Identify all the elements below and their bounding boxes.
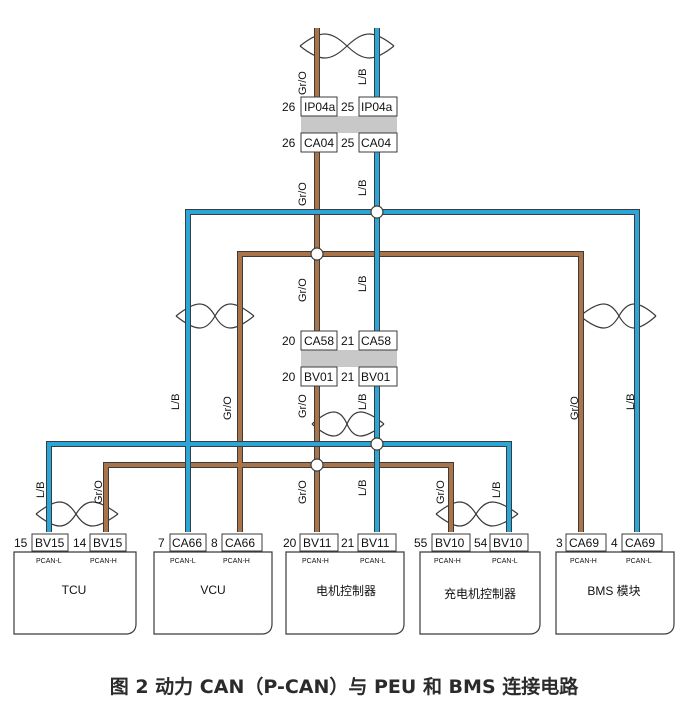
pin-number: 3 <box>556 536 563 550</box>
wire-label-lb: L/B <box>357 393 369 410</box>
pin-number: 21 <box>341 334 355 348</box>
wire-labels: Gr/O L/B Gr/O L/B Gr/O L/B Gr/O L/B Gr/O… <box>35 68 637 504</box>
pin-number: 20 <box>283 536 297 550</box>
module-name: 电机控制器 <box>316 584 376 598</box>
pcan-label: PCAN-H <box>434 558 461 565</box>
wire-label-gro: Gr/O <box>297 394 309 418</box>
pin-number: 20 <box>282 334 296 348</box>
connector-label: CA04 <box>304 136 334 150</box>
pcan-label: PCAN-H <box>570 558 597 565</box>
connector-label: CA58 <box>361 334 391 348</box>
connector-label: CA58 <box>304 334 334 348</box>
wire-label-gro: Gr/O <box>297 278 309 302</box>
module-bms: 3 CA69 4 CA69 PCAN-H PCAN-L BMS 模块 <box>555 533 675 635</box>
connector-label: IP04a <box>304 100 336 114</box>
pin-number: 7 <box>158 536 165 550</box>
wire-label-gro: Gr/O <box>435 480 447 504</box>
wire-label-gro: Gr/O <box>569 396 581 420</box>
figure-caption: 图 2 动力 CAN（P-CAN）与 PEU 和 BMS 连接电路 <box>109 676 579 698</box>
pin-number: 54 <box>474 536 488 550</box>
connector-label: BV11 <box>303 536 332 550</box>
connector-label: CA66 <box>225 536 255 550</box>
pin-number: 21 <box>341 536 355 550</box>
wire-label-gro: Gr/O <box>222 396 234 420</box>
wire-label-lb: L/B <box>357 68 369 85</box>
twist-bms <box>579 303 657 329</box>
splice-points <box>310 205 384 472</box>
wire-label-lb: L/B <box>35 481 47 498</box>
pcan-label: PCAN-H <box>302 558 329 565</box>
can-wiring-diagram: Gr/O L/B Gr/O L/B Gr/O L/B Gr/O L/B Gr/O… <box>13 28 675 635</box>
connector-label: CA69 <box>625 536 655 550</box>
connector-label: CA69 <box>569 536 599 550</box>
pin-number: 26 <box>282 100 296 114</box>
wire-label-gro: Gr/O <box>297 182 309 206</box>
pcan-label: PCAN-L <box>36 558 62 565</box>
pin-number: 25 <box>341 100 355 114</box>
pcan-label: PCAN-L <box>170 558 196 565</box>
connector-label: BV10 <box>435 536 465 550</box>
pcan-label: PCAN-L <box>360 558 386 565</box>
connector-label: CA04 <box>361 136 391 150</box>
pin-number: 14 <box>73 536 87 550</box>
wire-label-lb: L/B <box>357 275 369 292</box>
pcan-label: PCAN-L <box>492 558 518 565</box>
pin-number: 20 <box>282 370 296 384</box>
module-motor-controller: 20 BV11 21 BV11 PCAN-H PCAN-L 电机控制器 <box>283 533 405 635</box>
wire-label-gro: Gr/O <box>93 480 105 504</box>
connector-label: CA66 <box>172 536 202 550</box>
inline-connector-ca58-bv01: 20 CA58 21 CA58 20 BV01 21 BV01 <box>282 330 398 387</box>
wire-label-lb: L/B <box>357 179 369 196</box>
pin-number: 4 <box>611 536 618 550</box>
connector-label: BV11 <box>361 536 390 550</box>
wire-label-gro: Gr/O <box>297 480 309 504</box>
wire-label-lb: L/B <box>625 393 637 410</box>
wire-label-gro: Gr/O <box>297 71 309 95</box>
module-name: TCU <box>62 583 87 597</box>
twist-middle <box>311 411 385 437</box>
connector-label: IP04a <box>361 100 393 114</box>
module-name: BMS 模块 <box>587 584 640 598</box>
connector-label: BV01 <box>304 370 334 384</box>
module-name: VCU <box>200 583 225 597</box>
connector-label: BV15 <box>93 536 123 550</box>
connector-label: BV01 <box>361 370 391 384</box>
module-vcu: 7 CA66 8 CA66 PCAN-L PCAN-H VCU <box>153 533 273 635</box>
pin-number: 26 <box>282 136 296 150</box>
pin-number: 55 <box>414 536 428 550</box>
pcan-label: PCAN-H <box>223 558 250 565</box>
wire-label-lb: L/B <box>491 481 503 498</box>
module-tcu: 15 BV15 14 BV15 PCAN-L PCAN-H TCU <box>13 533 137 635</box>
connector-label: BV10 <box>493 536 523 550</box>
wire-label-lb: L/B <box>357 479 369 496</box>
pcan-label: PCAN-H <box>90 558 117 565</box>
wire-label-lb: L/B <box>170 393 182 410</box>
pin-number: 25 <box>341 136 355 150</box>
pin-number: 15 <box>14 536 28 550</box>
module-charger-controller: 55 BV10 54 BV10 PCAN-H PCAN-L 充电机控制器 <box>414 533 541 635</box>
pcan-label: PCAN-L <box>626 558 652 565</box>
pin-number: 21 <box>341 370 355 384</box>
inline-connector-ip04a-ca04: 26 IP04a 25 IP04a 26 CA04 25 CA04 <box>282 96 398 153</box>
connector-label: BV15 <box>35 536 65 550</box>
module-name: 充电机控制器 <box>444 586 516 601</box>
pin-number: 8 <box>211 536 218 550</box>
